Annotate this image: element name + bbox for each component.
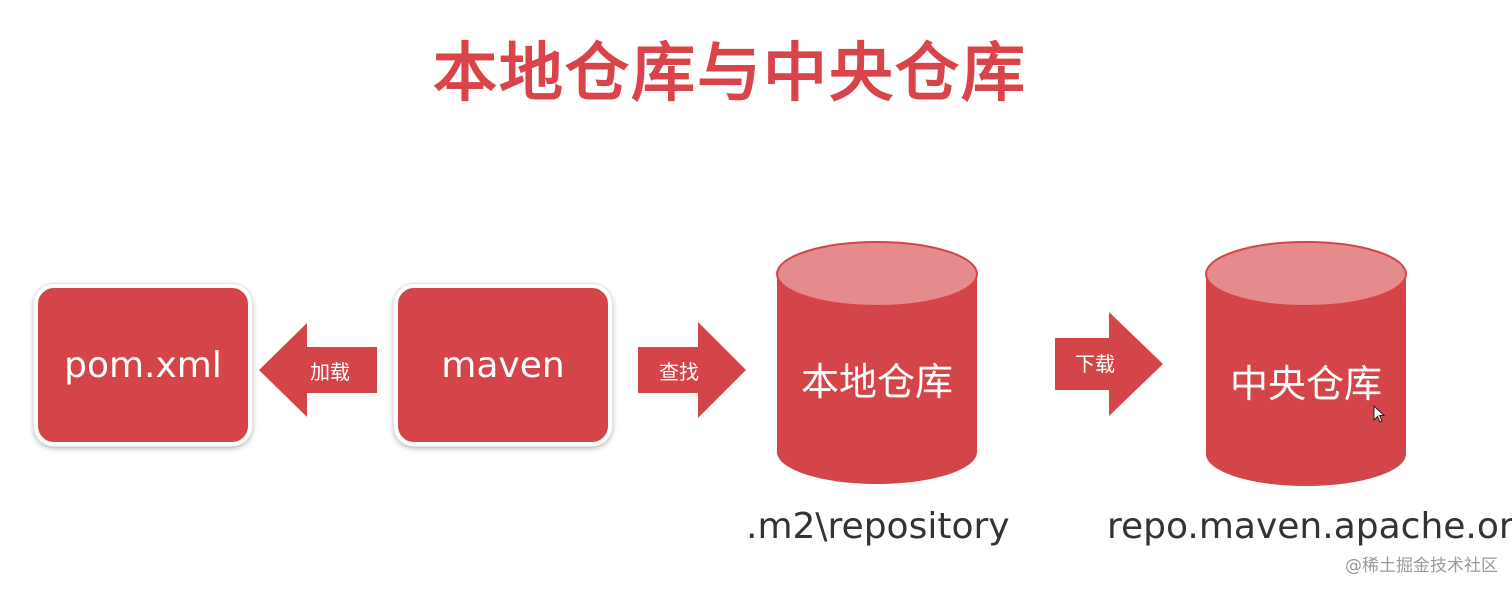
download-arrow-label: 下载 (1075, 351, 1115, 376)
mouse-cursor-icon (1373, 405, 1385, 423)
local-repo-cylinder (776, 241, 978, 484)
find-arrow-label: 查找 (659, 359, 699, 384)
local-repo-label: 本地仓库 (800, 359, 953, 404)
central-repo-cylinder (1205, 241, 1407, 486)
load-arrow (259, 323, 377, 417)
local-repo-path: .m2\repository (746, 506, 1010, 547)
pom-xml-label: pom.xml (64, 344, 222, 386)
maven-label: maven (441, 344, 565, 386)
load-arrow-label: 加载 (310, 359, 350, 384)
maven-box: maven (394, 284, 612, 446)
diagram-title: 本地仓库与中央仓库 (433, 37, 1027, 111)
watermark: @稀土掘金技术社区 (1345, 556, 1498, 576)
find-arrow (638, 322, 746, 418)
download-arrow (1055, 312, 1163, 416)
pom-xml-box: pom.xml (34, 284, 252, 446)
central-repo-url: repo.maven.apache.org (1107, 506, 1512, 547)
central-repo-label: 中央仓库 (1229, 361, 1382, 406)
